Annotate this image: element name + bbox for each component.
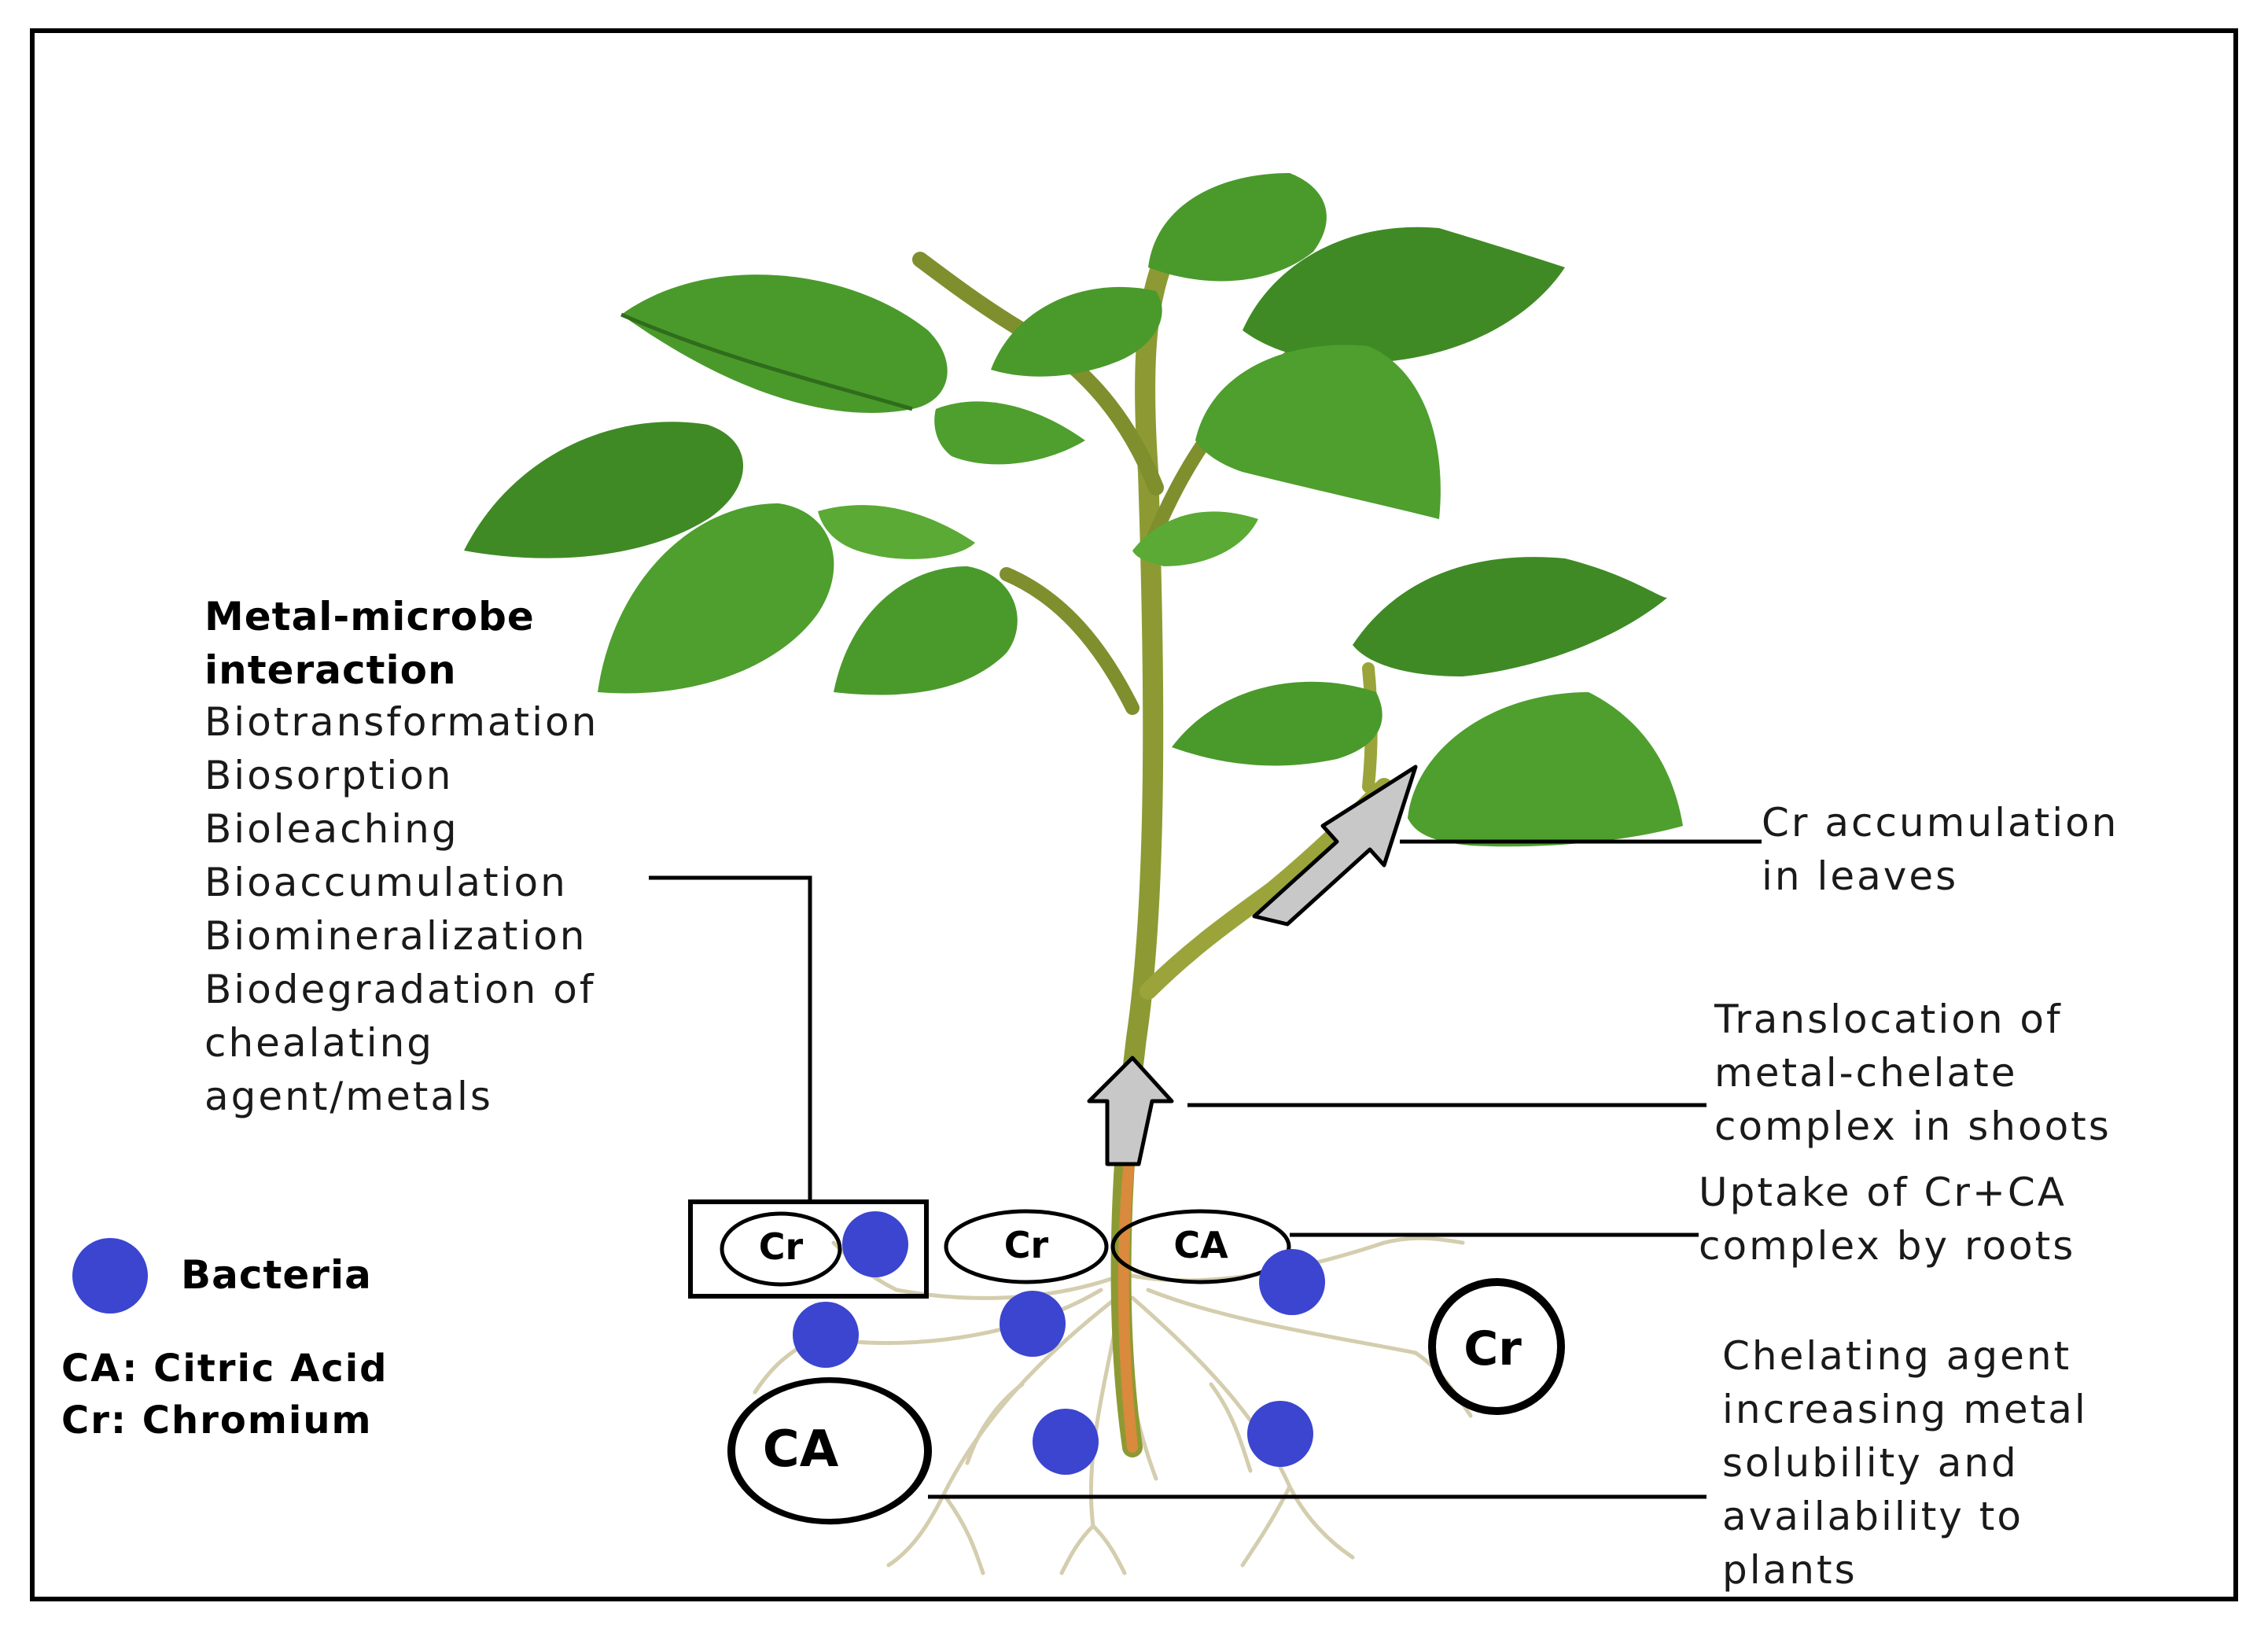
- cr-accumulation-label: Cr accumulation in leaves: [1762, 800, 2119, 899]
- ca-soil-label: CA: [762, 1420, 839, 1479]
- uptake-label: Uptake of Cr+CA complex by roots: [1699, 1170, 2076, 1269]
- process-list: Biotransformation Biosorption Bioleachin…: [204, 695, 598, 1123]
- process-item: Biotransformation: [204, 699, 599, 745]
- circles: [720, 1209, 1565, 1525]
- cr-box: [688, 1199, 929, 1299]
- process-item: Bioleaching: [204, 806, 459, 852]
- bacterium: [1247, 1401, 1313, 1467]
- bioaccumulation-connector: [649, 875, 812, 1202]
- ca-stem-label: CA: [1173, 1224, 1228, 1266]
- bacterium: [842, 1211, 908, 1277]
- translocation-arrows: [1087, 765, 1418, 1166]
- legend-bacteria-dot: [72, 1238, 148, 1314]
- cr-boxed-label: Cr: [758, 1225, 804, 1268]
- chelating-agent-label: Chelating agent increasing metal solubil…: [1722, 1333, 2088, 1593]
- cr-stem-label: Cr: [1003, 1224, 1049, 1266]
- bacterium: [1259, 1249, 1325, 1315]
- process-item: Biodegradation of: [204, 967, 596, 1012]
- process-item: Bioaccumulation: [204, 860, 568, 905]
- translocation-label: Translocation of metal-chelate complex i…: [1714, 997, 2112, 1149]
- process-item: agent/metals: [204, 1074, 493, 1119]
- bacterium: [1033, 1409, 1099, 1475]
- metal-microbe-heading: Metal-microbe interaction: [204, 594, 535, 693]
- legend-cr-abbrev: Cr: Chromium: [61, 1398, 373, 1443]
- bacteria: [72, 1211, 1325, 1475]
- process-item: Biosorption: [204, 753, 454, 798]
- figure-border: [30, 28, 2238, 1601]
- leaves: [464, 173, 1683, 847]
- process-item: chealating: [204, 1020, 435, 1066]
- legend-bacteria-label: Bacteria: [181, 1252, 372, 1298]
- bacterium: [1000, 1291, 1066, 1357]
- bacterium: [793, 1302, 859, 1368]
- cr-soil-label: Cr: [1464, 1321, 1522, 1376]
- legend-ca-abbrev: CA: Citric Acid: [61, 1347, 388, 1391]
- process-item: Biomineralization: [204, 913, 587, 959]
- connector-lines: [649, 839, 1762, 1499]
